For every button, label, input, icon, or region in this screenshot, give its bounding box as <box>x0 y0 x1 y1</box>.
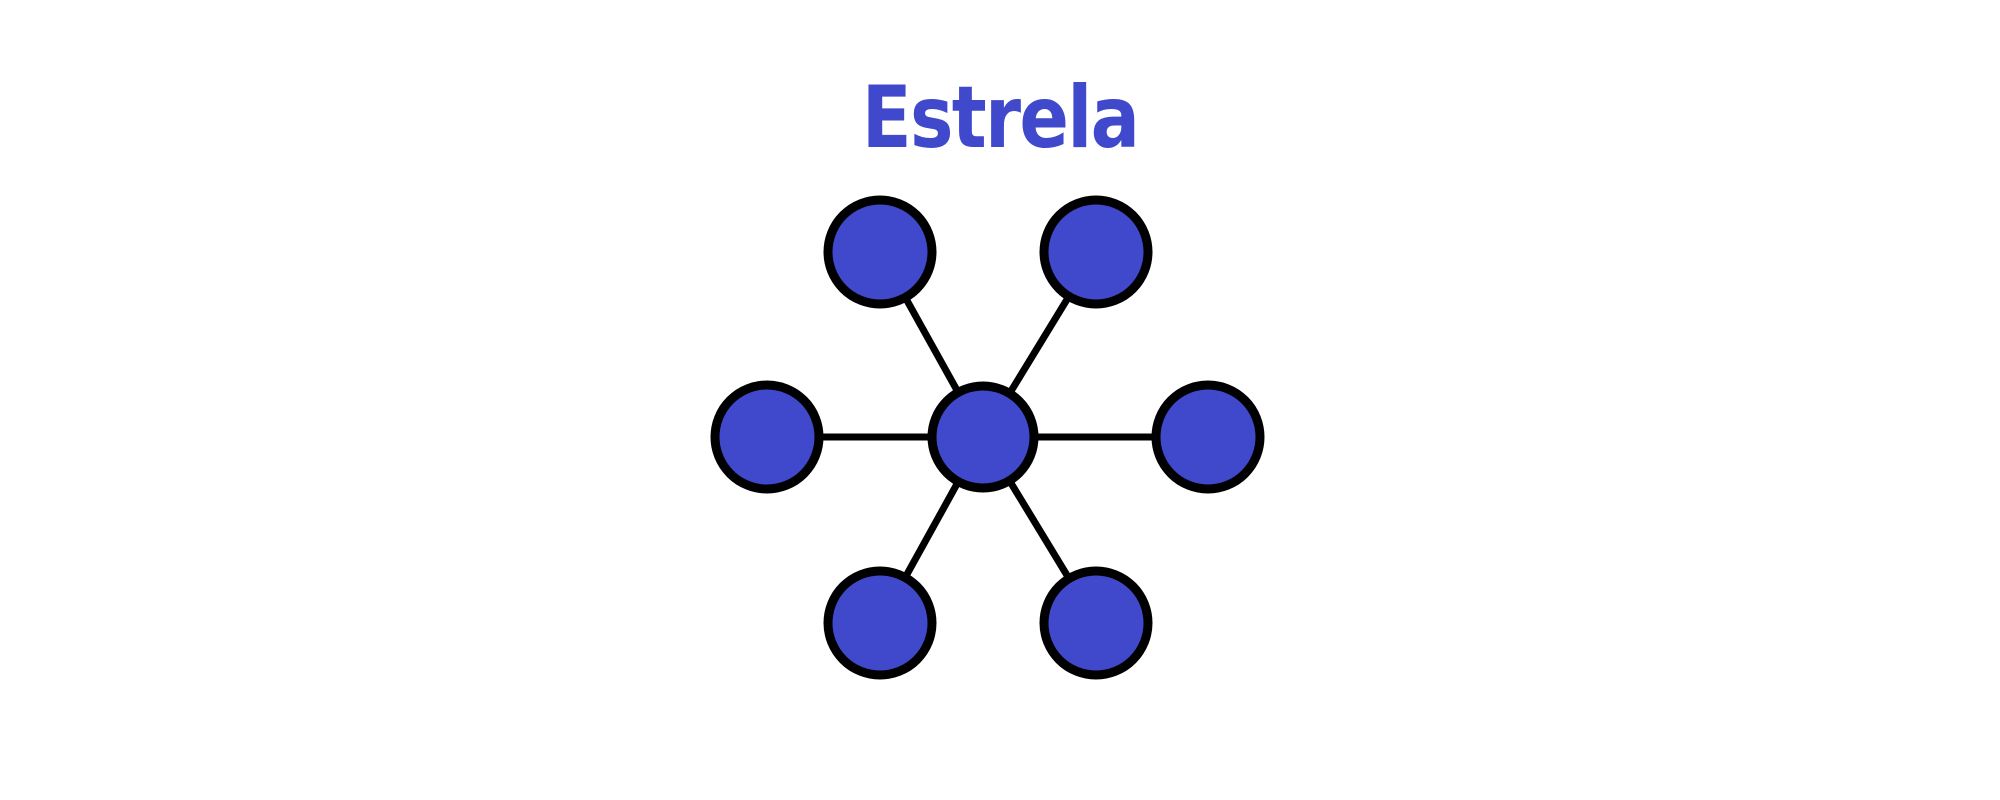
node-bottom-right <box>1039 566 1153 680</box>
node-left <box>710 380 824 494</box>
node-top-left <box>823 195 937 309</box>
node-right <box>1151 380 1265 494</box>
hub-node <box>927 381 1039 493</box>
diagram-title: Estrela <box>861 68 1140 168</box>
node-top-right <box>1039 195 1153 309</box>
node-bottom-left <box>823 566 937 680</box>
